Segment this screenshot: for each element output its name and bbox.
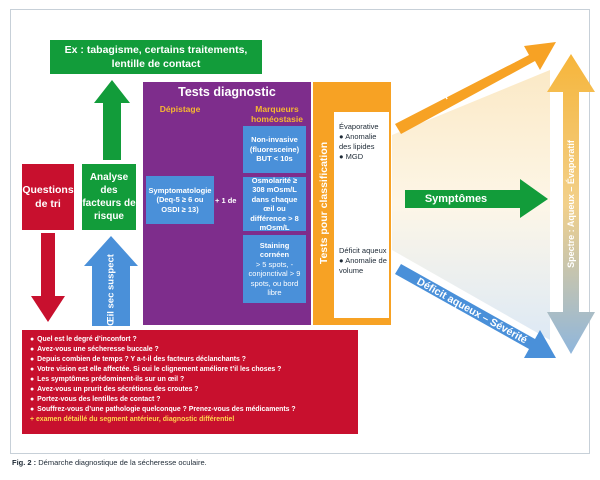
question-item: ●Souffrez-vous d’une pathologie quelconq… (30, 406, 296, 413)
symptomatologie-text: Symptomatologie (Deq-5 ≥ 6 ou OSDI ≥ 13) (148, 185, 212, 214)
spectre-arrow (547, 54, 595, 354)
osmolarite-box: Osmolarité ≥ 308 mOsm/L dans chaque œil … (243, 175, 306, 233)
question-item: ●Les symptômes prédominent-ils sur un œi… (30, 376, 185, 383)
staining-detail: > 5 spots, - conjonctival > 9 spots, ou … (248, 259, 301, 298)
analyse-facteurs-label: Analyse des facteurs de risque (82, 172, 136, 222)
question-extra: + examen détaillé du segment antérieur, … (30, 416, 235, 423)
green-arrow-up (94, 80, 130, 160)
evaporative-item: ● Anomalie des lipides (339, 132, 377, 151)
staining-title: Staining cornéen (259, 240, 290, 260)
spectre-label: Spectre : Aqueux – Évaporatif (566, 140, 576, 268)
depistage-label: Dépistage (159, 104, 201, 114)
deficit-item: ● Anomalie de volume (339, 256, 387, 275)
question-item: ●Depuis combien de temps ? Y a-t-il des … (30, 356, 246, 363)
green-arrow-symptomes (405, 179, 548, 218)
non-invasive-text: Non-invasive (fluoresceine) BUT < 10s (249, 135, 300, 164)
question-item: ●Avez-vous un prurit des sécrétions des … (30, 386, 199, 393)
caption-prefix: Fig. 2 : (12, 458, 37, 467)
question-item: ●Votre vision est elle affectée. Si oui … (30, 366, 282, 373)
risk-examples-label: Ex : tabagisme, certains traitements, le… (64, 44, 248, 70)
questions-list-box: ●Quel est le degré d’inconfort ? ●Avez-v… (22, 330, 358, 434)
caption-text: Démarche diagnostique de la sécheresse o… (38, 458, 207, 467)
risk-examples-box: Ex : tabagisme, certains traitements, le… (50, 40, 262, 74)
staining-box: Staining cornéen > 5 spots, - conjonctiv… (243, 235, 306, 303)
analyse-facteurs-box: Analyse des facteurs de risque (82, 164, 136, 230)
blue-arrow-up (84, 236, 138, 326)
question-item: ●Avez-vous une sécheresse buccale ? (30, 346, 159, 353)
marqueurs-label: Marqueurs homéostasie (251, 104, 303, 124)
symptomes-label: Symptômes (424, 193, 488, 205)
evaporative-item: ● MGD (339, 152, 364, 161)
deficit-block: Déficit aqueux ● Anomalie de volume (339, 246, 387, 276)
blue-arrow-deficit (395, 264, 556, 358)
evaporative-block: Évaporative ● Anomalie des lipides ● MGD (339, 122, 387, 162)
classification-label: Tests pour classification (318, 141, 330, 265)
classification-details: Évaporative ● Anomalie des lipides ● MGD… (334, 112, 389, 318)
evaporative-title: Évaporative (339, 122, 379, 131)
orange-arrow-evaporatif (395, 42, 556, 134)
question-item: ●Portez-vous des lentilles de contact ? (30, 396, 161, 403)
red-arrow-down (31, 233, 65, 322)
non-invasive-box: Non-invasive (fluoresceine) BUT < 10s (243, 126, 306, 173)
symptomatologie-box: Symptomatologie (Deq-5 ≥ 6 ou OSDI ≥ 13) (146, 176, 214, 224)
questions-de-tri-label: Questions de tri (22, 184, 74, 210)
figure-caption: Fig. 2 : Démarche diagnostique de la séc… (12, 458, 572, 467)
osmolarite-text: Osmolarité ≥ 308 mOsm/L dans chaque œil … (250, 175, 299, 233)
oeil-sec-suspect-label: Œil sec suspect (105, 254, 117, 326)
tests-diagnostic-title: Tests diagnostic (178, 85, 276, 99)
plus-one-label: + 1 de (215, 196, 237, 205)
questions-de-tri-box: Questions de tri (22, 164, 74, 230)
deficit-title: Déficit aqueux (339, 246, 387, 255)
question-item: ●Quel est le degré d’inconfort ? (30, 336, 137, 343)
